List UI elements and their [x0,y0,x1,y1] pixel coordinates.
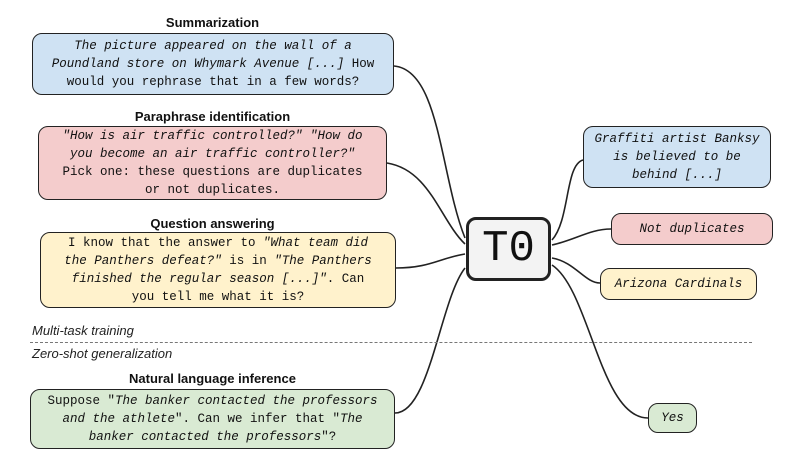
text-line: Yes [661,409,684,427]
nli-input-box: Suppose "The banker contacted the profes… [30,389,395,449]
summarization-heading: Summarization [165,15,260,30]
connector-paraphrase-output [551,228,612,246]
text-segment: I know that the answer to [67,236,263,250]
text-line: Not duplicates [639,220,744,238]
text-line: Graffiti artist Banksy [594,130,759,148]
text-segment: you tell me what it is? [131,290,305,304]
text-line: Suppose "The banker contacted the profes… [47,392,377,410]
text-line: you tell me what it is? [64,288,372,306]
text-line: "How is air traffic controlled?" "How do [62,127,362,145]
text-segment: . Can [326,272,365,286]
text-segment: is believed to be [613,150,741,164]
text-segment: you become an air traffic controller?" [69,147,356,161]
text-segment: would you rephrase that in a few words? [66,75,360,89]
text-segment: banker contacted the professors [88,430,322,444]
text-segment: Graffiti artist Banksy [594,132,760,146]
text-segment: The picture appeared on the wall of a [74,39,352,53]
text-line: or not duplicates. [62,181,362,199]
text-segment: Poundland store on Whymark Avenue [...] [51,57,345,71]
text-segment: "How is air traffic controlled?" "How do [62,129,363,143]
text-segment: Arizona Cardinals [614,277,743,291]
summarization-input-box: The picture appeared on the wall of a Pou… [32,33,394,95]
text-line: Poundland store on Whymark Avenue [...] … [52,55,375,73]
text-line: Arizona Cardinals [615,275,743,293]
connector-paraphrase-input [386,162,466,245]
text-segment: ". Can we infer that " [174,412,341,426]
text-segment: and the athlete [62,412,175,426]
connector-qa-output [551,257,601,284]
nli-heading: Natural language inference [129,371,296,386]
text-line: would you rephrase that in a few words? [52,73,375,91]
connector-qa-input [395,253,466,269]
paraphrase-output-box: Not duplicates [611,213,773,245]
text-line: behind [...] [594,166,759,184]
text-segment: Suppose " [47,394,115,408]
text-segment: Not duplicates [639,222,745,236]
text-line: is believed to be [594,148,759,166]
text-line: banker contacted the professors"? [47,428,377,446]
text-segment: behind [...] [631,168,722,182]
text-segment: the Panthers defeat?" [64,254,222,268]
text-segment: "What team did [263,236,369,250]
text-line: you become an air traffic controller?" [62,145,362,163]
connector-summarization-output [551,159,584,241]
paraphrase-input-box: "How is air traffic controlled?" "How do… [38,126,387,200]
text-segment: Yes [661,411,684,425]
summarization-output-box: Graffiti artist Banksy is believed to be b… [583,126,771,188]
training-label: Multi-task training [32,323,134,338]
connector-summarization-input [393,65,466,239]
text-segment: Pick one: these questions are duplicates [62,165,363,179]
text-segment: How [344,57,375,71]
zeroshot-label: Zero-shot generalization [32,346,173,361]
text-segment: "? [321,430,337,444]
text-line: I know that the answer to "What team did [64,234,372,252]
t0-model-box: T0 [466,217,551,281]
connector-nli-input [394,267,466,414]
section-divider [30,342,752,343]
text-line: finished the regular season [...]". Can [64,270,372,288]
connector-nli-output [551,264,649,419]
qa-input-box: I know that the answer to "What team did… [40,232,396,308]
text-segment: or not duplicates. [144,183,281,197]
text-segment: The banker contacted the professors [114,394,378,408]
text-line: The picture appeared on the wall of a [52,37,375,55]
text-line: Pick one: these questions are duplicates [62,163,362,181]
nli-output-box: Yes [648,403,697,433]
text-line: the Panthers defeat?" is in "The Panther… [64,252,372,270]
text-segment: is in [221,254,275,268]
text-segment: The [340,412,363,426]
text-line: and the athlete". Can we infer that "The [47,410,377,428]
paraphrase-heading: Paraphrase identification [134,109,291,124]
text-segment: "The Panthers [274,254,372,268]
qa-heading: Question answering [150,216,275,231]
text-segment: finished the regular season [...]" [71,272,327,286]
qa-output-box: Arizona Cardinals [600,268,757,300]
